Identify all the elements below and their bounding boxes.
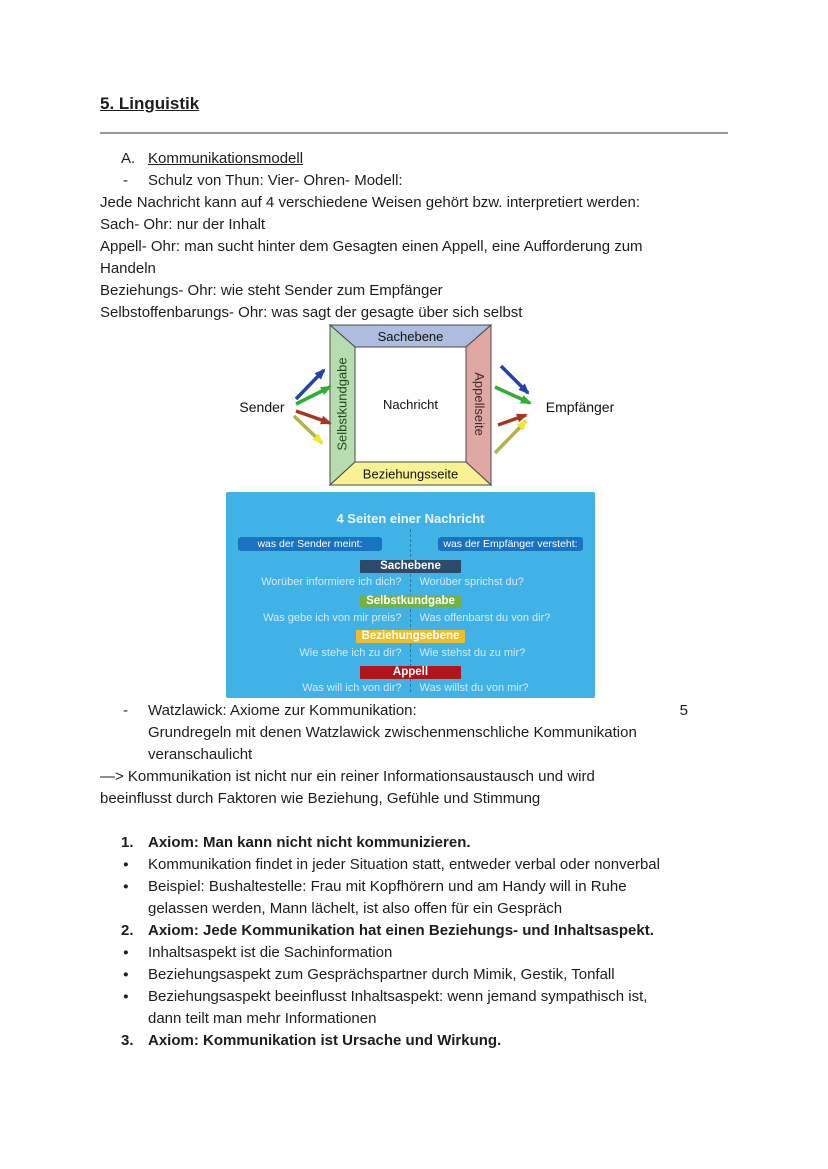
bullet-text: dann teilt man mehr Informationen (148, 1010, 377, 1027)
receiver-understanding-box: was der Empfänger versteht: (438, 537, 583, 551)
four-sides-frame-diagram: Sachebene Beziehungsseite Selbstkundgabe… (100, 324, 728, 490)
receiver-arrow-green (494, 385, 532, 405)
band-selbstkundgabe: Selbstkundgabe (360, 595, 461, 608)
panel-title: 4 Seiten einer Nachricht (336, 511, 485, 526)
dash-marker: - (123, 702, 128, 719)
sender-arrow-red (295, 409, 332, 425)
subheading-line: - Schulz von Thun: Vier- Ohren- Modell: (100, 170, 728, 192)
receiver-arrow-blue (499, 364, 530, 395)
question-left: Was will ich von dir? (302, 682, 402, 694)
frame-bottom-label: Beziehungsseite (363, 467, 458, 482)
bullet-text: Beispiel: Bushaltestelle: Frau mit Kopfh… (148, 878, 627, 895)
axiom-text: Axiom: Man kann nicht nicht kommuniziere… (148, 834, 471, 851)
frame-right-label: Appellseite (472, 372, 487, 436)
sender-arrows (292, 368, 332, 445)
summary-line: —> Kommunikation ist nicht nur ein reine… (100, 768, 595, 785)
axiom-text: Axiom: Kommunikation ist Ursache und Wir… (148, 1032, 502, 1049)
body-line: Jede Nachricht kann auf 4 verschiedene W… (100, 194, 641, 211)
question-right: Was willst du von mir? (419, 682, 529, 694)
list-number: 3. (121, 1032, 134, 1049)
sender-arrow-blue (294, 368, 326, 401)
dash-marker: - (123, 172, 128, 189)
frame-diagram-svg: Sachebene Beziehungsseite Selbstkundgabe… (239, 324, 615, 487)
receiver-label: Empfänger (546, 399, 615, 415)
panel-center-dashed-line (410, 529, 411, 692)
subheading: Schulz von Thun: Vier- Ohren- Modell: (148, 172, 403, 189)
bullet-item: ● Beziehungsaspekt beeinflusst Inhaltsas… (100, 986, 728, 1030)
axiom-item: 3. Axiom: Kommunikation ist Ursache und … (100, 1030, 728, 1052)
body-line: Sach- Ohr: nur der Inhalt (100, 216, 266, 233)
watzlawick-line: veranschaulicht (148, 746, 253, 763)
axiom-item: 2. Axiom: Jede Kommunikation hat einen B… (100, 920, 728, 942)
band-beziehungsebene: Beziehungsebene (355, 630, 466, 643)
bullet-item: ● Inhaltsaspekt ist die Sachinformation (100, 942, 728, 964)
page-number: 5 (679, 702, 688, 719)
receiver-arrow-olive (493, 419, 528, 455)
list-number: 1. (121, 834, 134, 851)
sender-meaning-box: was der Sender meint: (238, 537, 382, 551)
band-row: Selbstkundgabe (226, 595, 595, 608)
question-right: Wie stehst du zu mir? (419, 647, 526, 659)
bullet-item: ● Kommunikation findet in jeder Situatio… (100, 854, 728, 876)
watzlawick-line: Grundregeln mit denen Watzlawick zwische… (148, 724, 637, 741)
bullet-marker: ● (123, 991, 129, 1002)
bullet-marker: ● (123, 859, 129, 870)
band-row: Appell (226, 666, 595, 679)
question-left: Was gebe ich von mir preis? (263, 612, 402, 624)
section-label: A. (121, 150, 136, 167)
section-heading-line: A. Kommunikationsmodell (100, 148, 728, 170)
axiom-item: 1. Axiom: Man kann nicht nicht kommunizi… (100, 832, 728, 854)
bullet-text: Beziehungsaspekt beeinflusst Inhaltsaspe… (148, 988, 648, 1005)
bullet-text: Beziehungsaspekt zum Gesprächspartner du… (148, 966, 615, 983)
receiver-arrows (493, 364, 532, 455)
band-row: Beziehungsebene (226, 630, 595, 643)
sender-label: Sender (239, 399, 284, 415)
question-row: Worüber informiere ich dich? Worüber spr… (226, 576, 595, 588)
title-divider (100, 132, 728, 134)
question-left: Worüber informiere ich dich? (261, 576, 402, 588)
bullet-text: Kommunikation findet in jeder Situation … (148, 856, 660, 873)
page-title: 5. Linguistik (100, 94, 200, 113)
band-sachebene: Sachebene (360, 560, 461, 573)
bullet-item: ● Beispiel: Bushaltestelle: Frau mit Kop… (100, 876, 728, 920)
section-heading: Kommunikationsmodell (148, 150, 304, 167)
sender-arrow-green (295, 385, 332, 406)
question-row: Wie stehe ich zu dir? Wie stehst du zu m… (226, 647, 595, 659)
frame-left-label: Selbstkundgabe (335, 357, 350, 450)
question-left: Wie stehe ich zu dir? (299, 647, 402, 659)
watzlawick-heading: Watzlawick: Axiome zur Kommunikation: (148, 702, 417, 719)
sender-arrow-olive (292, 414, 324, 445)
frame-message-label: Nachricht (383, 397, 438, 412)
receiver-arrow-red (497, 413, 528, 427)
bullet-text: gelassen werden, Mann lächelt, ist also … (148, 900, 563, 917)
band-row: Sachebene (226, 560, 595, 573)
body-line: Selbstoffenbarungs- Ohr: was sagt der ge… (100, 304, 523, 321)
axioms-list: 1. Axiom: Man kann nicht nicht kommunizi… (100, 832, 728, 1052)
body-line: Handeln (100, 260, 156, 277)
summary-line: beeinflusst durch Faktoren wie Beziehung… (100, 790, 541, 807)
question-row: Was gebe ich von mir preis? Was offenbar… (226, 612, 595, 624)
bullet-item: ● Beziehungsaspekt zum Gesprächspartner … (100, 964, 728, 986)
frame-inner-square (354, 346, 467, 463)
list-number: 2. (121, 922, 134, 939)
four-sides-panel: 4 Seiten einer Nachricht was der Sender … (226, 492, 595, 698)
watzlawick-heading-line: - Watzlawick: Axiome zur Kommunikation: … (100, 700, 728, 722)
body-line: Beziehungs- Ohr: wie steht Sender zum Em… (100, 282, 443, 299)
frame-top-label: Sachebene (378, 329, 444, 344)
bullet-marker: ● (123, 947, 129, 958)
question-right: Worüber sprichst du? (419, 576, 524, 588)
question-row: Was will ich von dir? Was willst du von … (226, 682, 595, 694)
axiom-text: Axiom: Jede Kommunikation hat einen Bezi… (148, 922, 654, 939)
band-appell: Appell (360, 666, 461, 679)
bullet-marker: ● (123, 969, 129, 980)
question-right: Was offenbarst du von dir? (419, 612, 551, 624)
bullet-text: Inhaltsaspekt ist die Sachinformation (148, 944, 393, 961)
body-line: Appell- Ohr: man sucht hinter dem Gesagt… (100, 238, 643, 255)
bullet-marker: ● (123, 881, 129, 892)
panel-header-row: was der Sender meint: was der Empfänger … (226, 537, 595, 551)
